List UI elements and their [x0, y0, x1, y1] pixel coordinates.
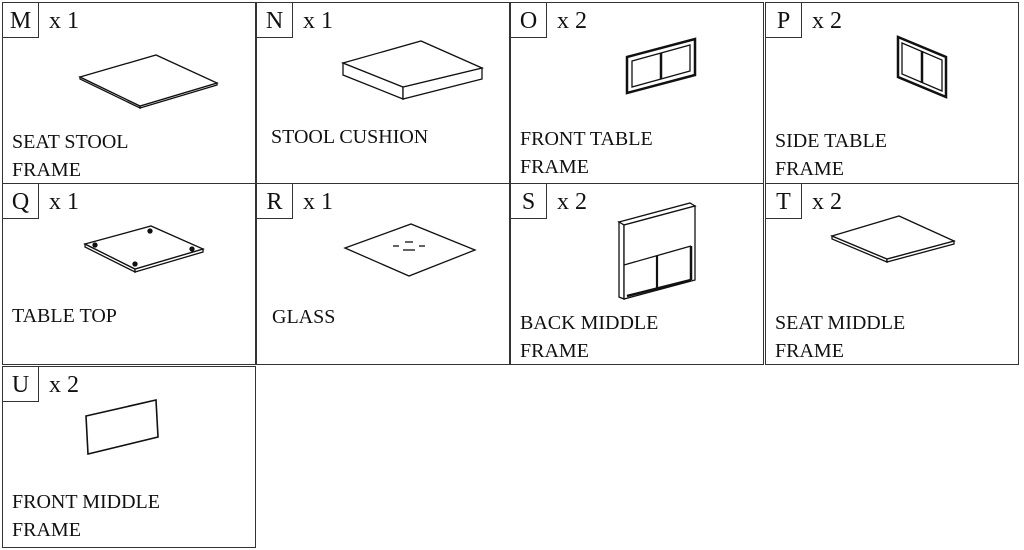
part-quantity: x 2: [49, 372, 79, 398]
stool-cushion-drawing: [340, 40, 485, 100]
part-label: TABLE TOP: [12, 305, 117, 327]
side-table-frame-drawing: [896, 35, 948, 99]
part-letter: N: [256, 2, 293, 38]
part-quantity: x 2: [812, 8, 842, 34]
part-letter: Q: [2, 183, 39, 219]
part-quantity: x 1: [303, 189, 333, 215]
seat-middle-frame-drawing: [830, 215, 956, 263]
part-letter: R: [256, 183, 293, 219]
part-letter: P: [765, 2, 802, 38]
part-quantity: x 2: [557, 189, 587, 215]
part-cell-n: N x 1 STOOL CUSHION: [256, 2, 510, 184]
part-quantity: x 1: [49, 189, 79, 215]
front-table-frame-drawing: [625, 37, 697, 95]
glass-drawing: [343, 223, 477, 277]
back-middle-frame-drawing: [617, 202, 697, 300]
part-label: STOOL CUSHION: [271, 126, 429, 148]
part-quantity: x 1: [303, 8, 333, 34]
part-cell-r: R x 1 GLASS: [256, 183, 510, 365]
seat-stool-frame-drawing: [78, 54, 219, 110]
part-quantity: x 2: [557, 8, 587, 34]
part-quantity: x 1: [49, 8, 79, 34]
table-top-drawing: [83, 225, 205, 274]
part-letter: T: [765, 183, 802, 219]
part-letter: O: [510, 2, 547, 38]
part-letter: S: [510, 183, 547, 219]
part-cell-q: Q x 1 TABLE TOP: [2, 183, 256, 365]
part-letter: M: [2, 2, 39, 38]
part-quantity: x 2: [812, 189, 842, 215]
front-middle-frame-drawing: [85, 399, 159, 456]
part-label: GLASS: [272, 306, 336, 328]
part-letter: U: [2, 366, 39, 402]
